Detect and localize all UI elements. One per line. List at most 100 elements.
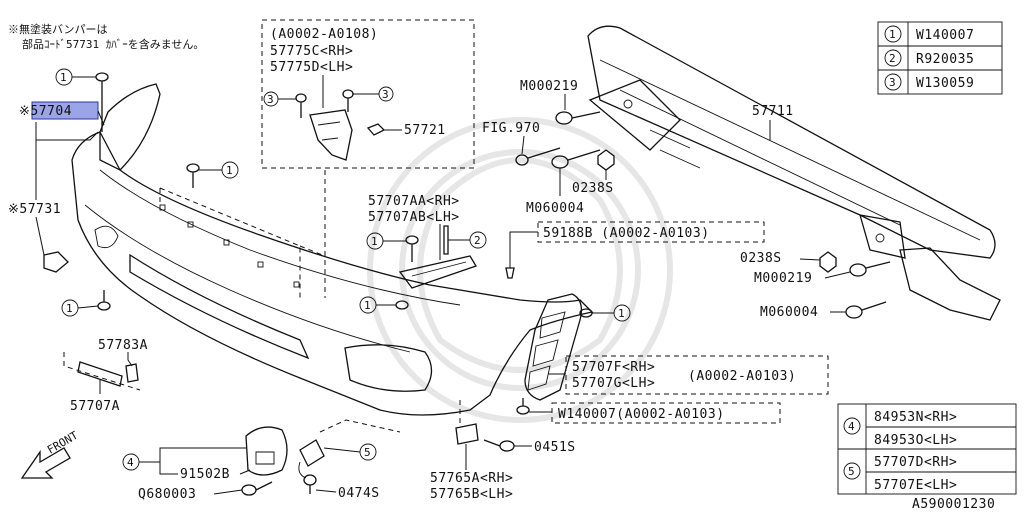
clip-59188b-icon [505, 267, 515, 279]
legend-num-4: 4 [848, 420, 855, 433]
rivet-2-icon [443, 225, 449, 255]
callout-1-center: 1 [226, 164, 233, 177]
bracket-57707aa-shape [398, 255, 477, 289]
part-57783a-label: 57783A [98, 338, 148, 353]
screw-0451s-icon [483, 439, 515, 452]
part-57731-label: ※57731 [8, 202, 61, 217]
front-arrow-icon [20, 447, 71, 479]
screw-w140007-icon [516, 398, 530, 415]
bolt-m000219-right-icon [849, 261, 891, 277]
part-59188b-label: 59188B (A0002-A0103) [543, 226, 710, 241]
legend-num-3: 3 [889, 76, 896, 89]
nut-0238s-top-icon [597, 149, 615, 171]
bracket-57775-shape [309, 109, 353, 161]
bolt-bottom-left-icon [97, 290, 111, 311]
clip-57783a-shape [125, 363, 139, 383]
legend-code-2: R920035 [916, 52, 974, 67]
clip-5-shape [299, 439, 325, 467]
highlight-57704 [31, 101, 99, 120]
bracket-57707a-shape [77, 361, 123, 387]
m060004-top-label: M060004 [526, 201, 584, 216]
front-label: FRONT [45, 429, 81, 457]
callout-1-bottom-left: 1 [66, 302, 73, 315]
bolt-bracket-icon [405, 235, 419, 262]
bumper-top-clips [159, 204, 300, 288]
bolt-m060004-top-icon [551, 149, 601, 169]
callout-1-lower-bracket: 1 [364, 299, 371, 312]
nut-0238s-right-icon [819, 251, 837, 273]
legend-table-top: 1 2 3 W140007 R920035 W130059 [877, 21, 1003, 95]
bumper-grille-opening [129, 253, 310, 360]
part-57707aa-label: 57707AA<RH> [368, 194, 460, 209]
clip-57721-shape [366, 123, 386, 136]
legend-code-5-rh: 57707D<RH> [874, 455, 957, 470]
diagram-id: A590001230 [912, 497, 995, 512]
part-57704-label: ※57704 [19, 104, 72, 119]
callout-1-side-bracket: 1 [618, 307, 625, 320]
front-arrow: FRONT [20, 429, 81, 479]
bolt-m000219-top-icon [555, 111, 601, 125]
legend-table-bottom: 4 5 84953N<RH> 84953O<LH> 57707D<RH> 577… [837, 403, 1017, 495]
part-57765b-label: 57765B<LH> [430, 487, 513, 502]
cover-57731-shape [43, 251, 69, 273]
part-57707a-label: 57707A [70, 399, 120, 414]
part-91502b-label: 91502B [180, 467, 230, 482]
part-57711-label: 57711 [752, 104, 794, 119]
part-57707fg-range: (A0002-A0103) [688, 369, 796, 384]
bolt-3-right-icon [342, 89, 354, 112]
part-57707g-label: 57707G<LH> [572, 376, 655, 391]
legend-code-4-lh: 84953O<LH> [874, 433, 957, 448]
fig970-label: FIG.970 [482, 121, 540, 136]
legend-code-5-lh: 57707E<LH> [874, 478, 957, 493]
screw-q680003-icon [241, 481, 273, 496]
0238s-right-label: 0238S [740, 251, 782, 266]
legend-code-1: W140007 [916, 28, 974, 43]
bolt-top-left-icon [95, 72, 109, 132]
q680003-label: Q680003 [138, 487, 196, 502]
bumper-side-cover-57704 [99, 83, 161, 171]
0451s-label: 0451S [534, 440, 576, 455]
bolt-center-icon [186, 163, 200, 188]
callout-4: 4 [127, 456, 134, 469]
bracket-range-label: (A0002-A0108) [270, 27, 378, 42]
callout-3-right: 3 [382, 88, 389, 101]
bumper-face-shape [71, 131, 594, 416]
reinforcement-beam-57711 [587, 25, 1001, 321]
0474s-label: 0474S [338, 486, 380, 501]
m000219-right-label: M000219 [754, 271, 812, 286]
callout-2-bracket: 2 [474, 234, 481, 247]
part-57775c-label: 57775C<RH> [270, 44, 353, 59]
note-line-1: ※無塗装バンパーは [8, 22, 108, 36]
part-57707ab-label: 57707AB<LH> [368, 210, 460, 225]
callout-1-top-left: 1 [60, 71, 67, 84]
bracket-group-box: (A0002-A0108) 57775C<RH> 57775D<LH> 3 3 … [261, 19, 475, 169]
bumper-assembly [71, 83, 594, 416]
legend-num-5: 5 [848, 465, 855, 478]
bolt-m060004-right-icon [845, 301, 887, 319]
legend-code-3: W130059 [916, 76, 974, 91]
0238s-top-label: 0238S [572, 181, 614, 196]
callout-1-bracket: 1 [371, 235, 378, 248]
tow-hook-icon [515, 147, 561, 166]
screw-0474s-icon [303, 474, 317, 494]
callout-5: 5 [364, 446, 371, 459]
bumper-foglamp-opening [344, 344, 433, 392]
foglamp-cover-91502b-shape [245, 426, 288, 476]
m000219-top-label: M000219 [520, 79, 578, 94]
legend-num-2: 2 [889, 52, 896, 65]
part-57775d-label: 57775D<LH> [270, 60, 353, 75]
bracket-57765a-shape [455, 423, 479, 445]
bolt-3-left-icon [295, 93, 307, 118]
side-bracket-57707f-shape [524, 293, 583, 401]
part-57721-label: 57721 [404, 123, 446, 138]
legend-code-4-rh: 84953N<RH> [874, 410, 957, 425]
legend-num-1: 1 [889, 28, 896, 41]
bolt-lower-bracket-icon [395, 300, 409, 310]
part-57765a-label: 57765A<RH> [430, 471, 513, 486]
part-57707f-label: 57707F<RH> [572, 360, 655, 375]
w140007-label: W140007(A0002-A0103) [558, 407, 725, 422]
callout-3-left: 3 [267, 93, 274, 106]
note-line-2: 部品ｺｰﾄﾞ57731 ｶﾊﾞｰを含みません。 [22, 37, 204, 51]
